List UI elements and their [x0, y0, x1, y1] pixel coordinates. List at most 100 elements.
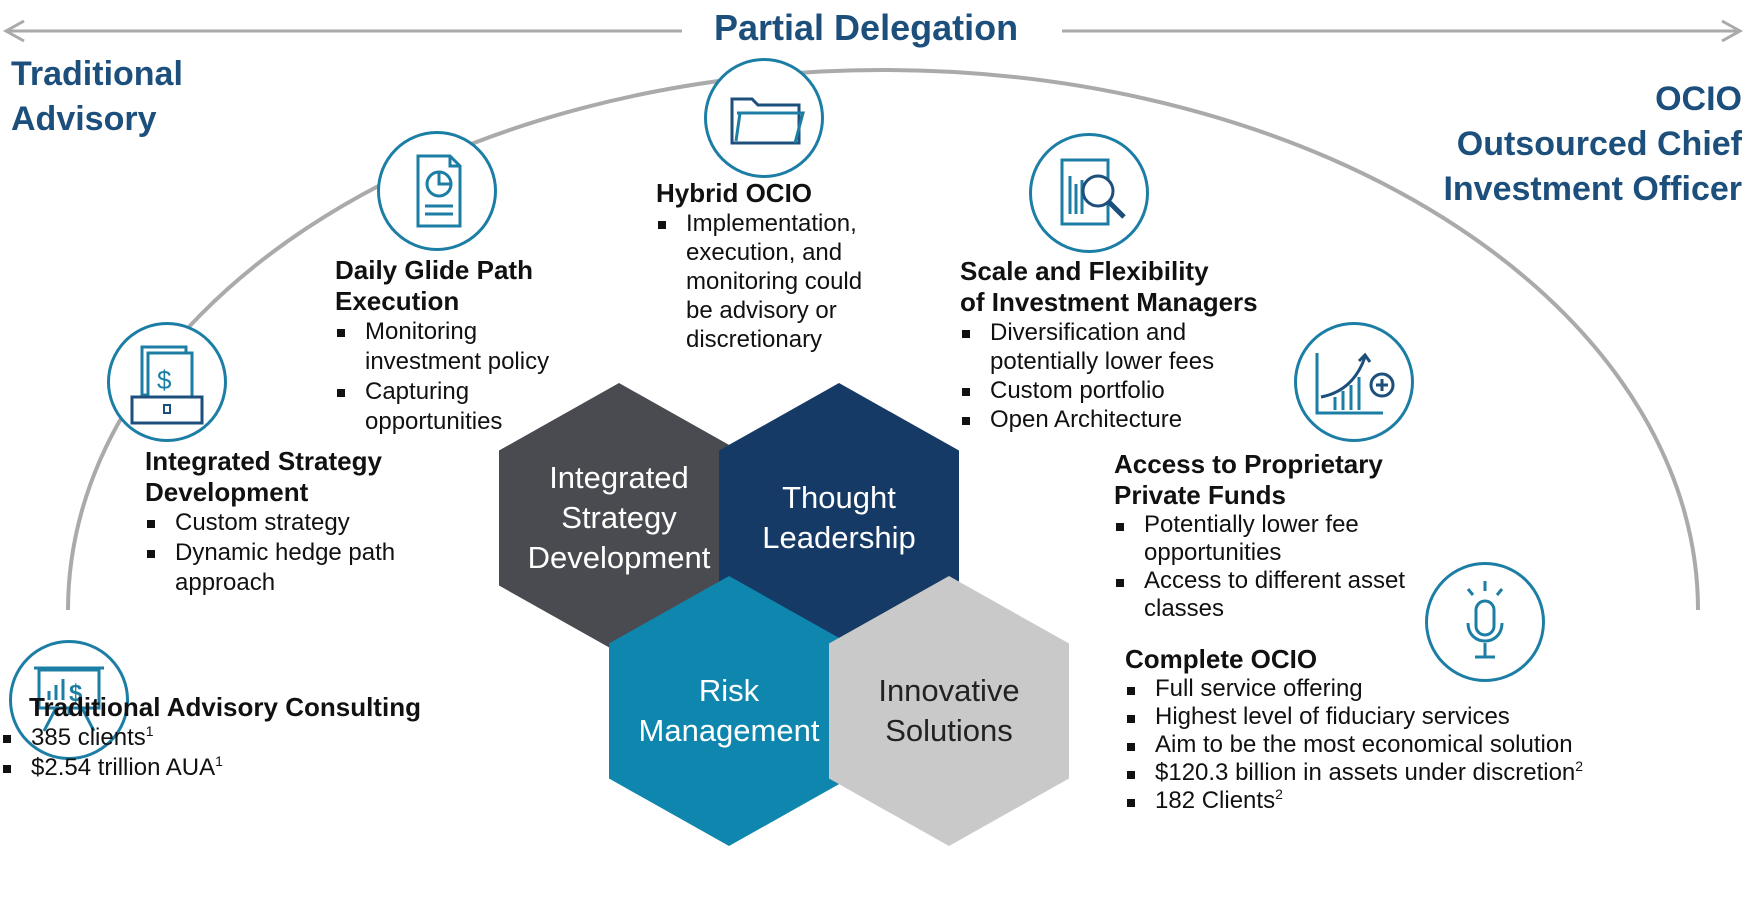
bullet-line: Monitoring [365, 318, 478, 345]
stage-heading: Daily Glide Path Execution [335, 255, 549, 317]
bullet-item: 182 Clients2 [1125, 787, 1583, 815]
hex-line: Thought [782, 480, 896, 515]
heading-line: Hybrid OCIO [656, 178, 813, 208]
bullet-item: Full service offering [1125, 675, 1583, 703]
bullet-item: Open Architecture [960, 405, 1258, 434]
hexagon-risk-management: Risk Management [609, 576, 849, 846]
left-end-label: Traditional Advisory [11, 52, 183, 142]
stage-daily-glide-path: Daily Glide Path Execution Monitoring inv… [335, 255, 549, 437]
stage-heading: Traditional Advisory Consulting [29, 692, 421, 723]
footnote-mark: 1 [215, 753, 223, 769]
stage-heading: Access to Proprietary Private Funds [1114, 449, 1405, 511]
stage-heading: Complete OCIO [1125, 644, 1583, 675]
heading-line: Traditional Advisory Consulting [29, 692, 421, 722]
bullet-item: Capturing opportunities [335, 377, 549, 437]
microphone-icon [1425, 562, 1545, 682]
right-end-label: OCIO Outsourced Chief Investment Officer [1443, 77, 1742, 212]
footnote-mark: 1 [145, 723, 154, 739]
bullet-line: investment policy [365, 348, 550, 375]
bullet-item: Implementation, execution, and monitorin… [656, 209, 862, 354]
bullet-item: Monitoring investment policy [335, 317, 549, 377]
bullet-line: Implementation, [686, 210, 857, 237]
heading-line: Scale and Flexibility [960, 256, 1209, 286]
folder-icon [704, 58, 824, 178]
right-arrow [1062, 19, 1744, 43]
hexagon-integrated-strategy: Integrated Strategy Development [499, 383, 739, 653]
stage-traditional-advisory: Traditional Advisory Consulting 385 clie… [2, 692, 421, 783]
top-title: Partial Delegation [714, 7, 1019, 48]
heading-line: Execution [335, 286, 460, 316]
bullet-item: Aim to be the most economical solution [1125, 731, 1583, 759]
bullet-item: Custom strategy [145, 508, 395, 538]
left-arrow [2, 19, 682, 43]
heading-line: Daily Glide Path [335, 255, 533, 285]
hexagon-innovative-solutions: Innovative Solutions [829, 576, 1069, 846]
right-end-line: OCIO [1655, 80, 1742, 118]
stage-heading: Hybrid OCIO [656, 178, 862, 209]
magnifier-report-icon [1029, 133, 1149, 253]
stage-heading: Scale and Flexibility of Investment Mana… [960, 256, 1258, 318]
bullet-line: potentially lower fees [990, 348, 1215, 375]
stage-heading: Integrated Strategy Development [145, 446, 395, 508]
bullet-list: 385 clients1 $2.54 trillion AUA1 [1, 723, 421, 783]
bullet-line: opportunities [365, 408, 503, 435]
stage-complete-ocio: Complete OCIO Full service offering High… [1125, 644, 1583, 815]
presentation-board-icon: $ [9, 640, 129, 760]
bullet-line: discretionary [686, 326, 823, 353]
left-end-line: Traditional [11, 55, 183, 93]
bullet-line: approach [175, 569, 276, 596]
bullet-line: monitoring could [686, 268, 863, 295]
hex-line: Leadership [762, 520, 916, 555]
bullet-line: Custom portfolio [990, 377, 1165, 404]
hex-line: Risk [698, 673, 760, 708]
stage-scale-flexibility: Scale and Flexibility of Investment Mana… [960, 256, 1258, 434]
bullet-line: be advisory or [686, 297, 837, 324]
bullet-item: $120.3 billion in assets under discretio… [1125, 759, 1583, 787]
bullet-text: Highest level of fiduciary services [1155, 703, 1510, 730]
bullet-item: Highest level of fiduciary services [1125, 703, 1583, 731]
bullet-line: Diversification and [990, 319, 1187, 346]
heading-line: Access to Proprietary [1114, 449, 1383, 479]
bullet-line: Custom strategy [175, 509, 350, 536]
right-end-line: Outsourced Chief [1456, 125, 1742, 163]
footnote-mark: 2 [1575, 758, 1584, 774]
bullet-text: Aim to be the most economical solution [1155, 731, 1573, 758]
stage-integrated-strategy: Integrated Strategy Development Custom s… [145, 446, 395, 598]
bullet-item: 385 clients1 [1, 723, 421, 753]
bullet-item: $2.54 trillion AUA1 [1, 753, 421, 783]
hex-line: Innovative [878, 673, 1020, 708]
bullet-text: $2.54 trillion AUA [31, 754, 216, 781]
report-document-icon [377, 131, 497, 251]
bullet-line: Capturing [365, 378, 470, 405]
bullet-list: Implementation, execution, and monitorin… [656, 209, 862, 354]
left-end-line: Advisory [11, 100, 157, 138]
right-end-line: Investment Officer [1443, 170, 1742, 208]
bullet-line: execution, and [686, 239, 843, 266]
hex-line: Management [638, 713, 820, 748]
growth-chart-plus-icon [1294, 322, 1414, 442]
stage-access-private-funds: Access to Proprietary Private Funds Pote… [1114, 449, 1405, 623]
heading-line: Private Funds [1114, 480, 1286, 510]
bullet-text: 182 Clients [1155, 787, 1276, 814]
hexagon-thought-leadership: Thought Leadership [719, 383, 959, 653]
heading-line: Integrated Strategy [145, 446, 382, 476]
bullet-line: Open Architecture [990, 406, 1183, 433]
svg-text:$: $ [157, 365, 172, 395]
bullet-line: Access to different asset [1144, 567, 1406, 594]
heading-line: Complete OCIO [1125, 644, 1318, 674]
bullet-text: Full service offering [1155, 675, 1363, 702]
stage-hybrid-ocio: Hybrid OCIO Implementation, execution, a… [656, 178, 862, 354]
hex-line: Strategy [561, 500, 677, 535]
hex-line: Integrated [549, 460, 689, 495]
bullet-item: Custom portfolio [960, 376, 1258, 405]
heading-line: Development [145, 477, 309, 507]
hex-line: Development [527, 540, 711, 575]
heading-line: of Investment Managers [960, 287, 1258, 317]
